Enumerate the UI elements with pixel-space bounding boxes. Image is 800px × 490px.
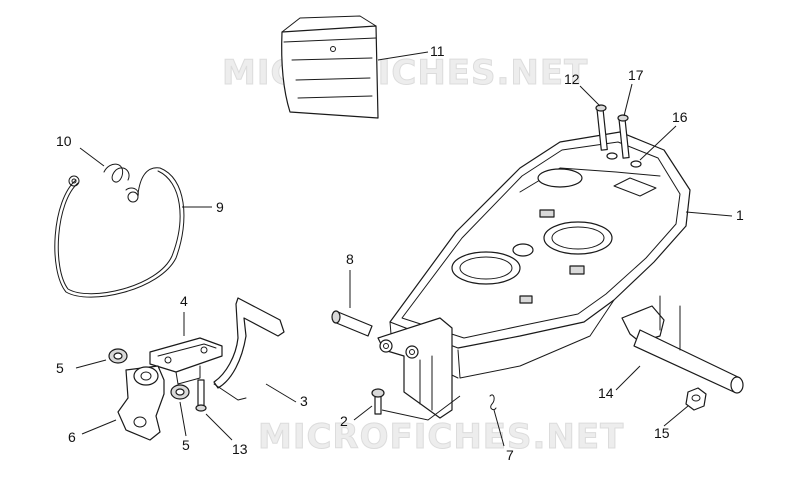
- callout-11: 11: [430, 43, 445, 59]
- part-5-bushing-right: [170, 384, 190, 400]
- part-10-cable-spring-clip: [103, 163, 139, 203]
- part-2-bolt: [371, 388, 385, 415]
- callout-9: 9: [216, 199, 224, 215]
- callout-12: 12: [564, 71, 580, 87]
- part-15-nut: [685, 387, 707, 411]
- part-5-bushing-left: [108, 348, 128, 364]
- part-7-clip: [489, 394, 497, 411]
- part-9-cable: [54, 167, 185, 298]
- part-13-screw: [195, 379, 207, 412]
- part-8-pin: [331, 310, 373, 337]
- watermark-top: MICROFICHES.NET: [222, 53, 588, 93]
- callout-labels: 11 12 17 16 1 10 9 8 4 5 3 6 5 13 2 7 14…: [56, 43, 744, 463]
- callout-4: 4: [180, 293, 188, 309]
- callout-15: 15: [654, 425, 670, 441]
- part-7-mounting-bracket: [377, 317, 453, 419]
- part-4-bracket: [149, 337, 223, 385]
- part-12-bolt: [595, 104, 608, 151]
- callout-5-right: 5: [182, 437, 190, 453]
- part-17-bolt: [617, 114, 630, 159]
- part-14-hinge-tube: [621, 295, 744, 394]
- part-16-washers: [606, 152, 642, 168]
- callout-5-left: 5: [56, 360, 64, 376]
- part-11-document-pouch: [281, 15, 379, 119]
- watermark-bottom: MICROFICHES.NET: [258, 417, 624, 457]
- callout-10: 10: [56, 133, 72, 149]
- callout-7: 7: [506, 447, 514, 463]
- callout-16: 16: [672, 109, 688, 125]
- callout-1: 1: [736, 207, 744, 223]
- part-3-bent-rod: [213, 297, 285, 401]
- callout-3: 3: [300, 393, 308, 409]
- callout-14: 14: [598, 385, 614, 401]
- part-6-hinge-block: [117, 365, 165, 441]
- leader-lines: [75, 51, 733, 447]
- callout-8: 8: [346, 251, 354, 267]
- callout-6: 6: [68, 429, 76, 445]
- callout-13: 13: [232, 441, 248, 457]
- callout-17: 17: [628, 67, 644, 83]
- callout-2: 2: [340, 413, 348, 429]
